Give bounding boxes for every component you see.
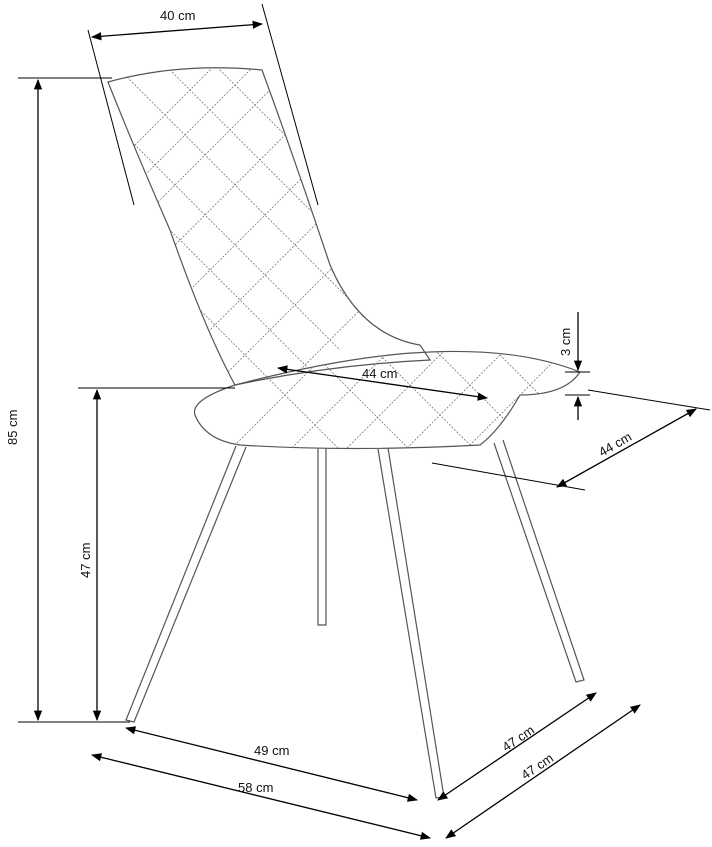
total-height-label: 85 cm bbox=[5, 410, 20, 445]
seat-width-label: 44 cm bbox=[362, 366, 397, 381]
back-width-label: 40 cm bbox=[160, 8, 195, 23]
front-leg-span-label: 49 cm bbox=[254, 743, 289, 758]
chair-illustration bbox=[107, 67, 585, 799]
total-depth-label: 47 cm bbox=[518, 750, 556, 782]
side-leg-span-label: 47 cm bbox=[499, 722, 537, 754]
chair-seat bbox=[193, 350, 581, 450]
seat-height-label: 47 cm bbox=[78, 543, 93, 578]
seat-thickness-label: 3 cm bbox=[558, 328, 573, 356]
seat-quilting bbox=[219, 351, 580, 449]
total-width-label: 58 cm bbox=[238, 780, 273, 795]
chair-backrest bbox=[107, 67, 432, 386]
extension-lines bbox=[18, 3, 711, 723]
backrest-quilting bbox=[108, 67, 430, 385]
dimension-arrows bbox=[33, 20, 697, 840]
